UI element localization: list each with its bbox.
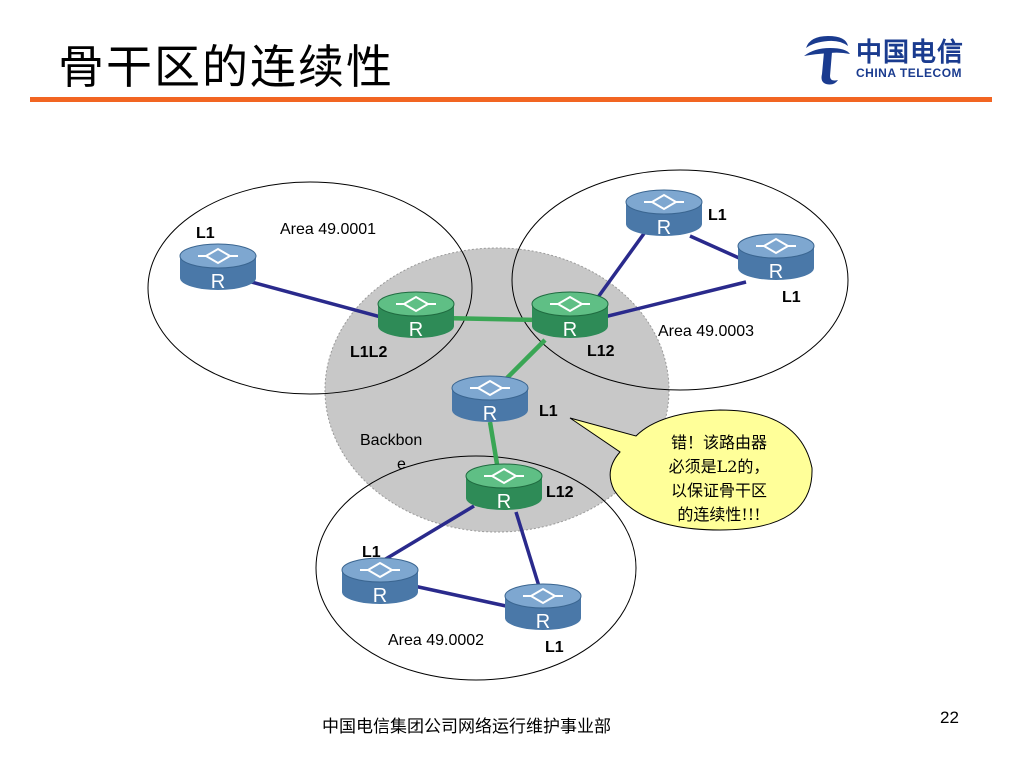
- router-a2-left[interactable]: R: [341, 557, 419, 607]
- router-letter: R: [211, 271, 225, 293]
- router-letter: R: [536, 611, 550, 633]
- router-letter: R: [769, 261, 783, 283]
- area-49-0003-label: Area 49.0003: [658, 323, 754, 340]
- china-telecom-logo-icon: [804, 36, 850, 85]
- level-label-a1-border: L1L2: [350, 344, 387, 361]
- link-a3-border-to-right: [599, 280, 747, 320]
- level-label-center: L1: [539, 403, 558, 420]
- router-a1-border[interactable]: R: [377, 291, 455, 341]
- backbone-label-line1: Backbon: [360, 432, 422, 449]
- level-label-a3-border: L12: [587, 343, 615, 360]
- link-a2-left-to-right: [413, 584, 507, 608]
- router-a2-right[interactable]: R: [504, 583, 582, 633]
- link-a3-border-to-top: [594, 226, 650, 302]
- level-label-a3-top: L1: [708, 207, 727, 224]
- router-letter: R: [657, 217, 671, 239]
- area-49-0002-boundary: [315, 455, 637, 681]
- router-a3-right[interactable]: R: [737, 233, 815, 283]
- callout-line-1: 错！该路由器: [671, 433, 767, 452]
- callout-line-2: 必须是L2的，: [669, 457, 770, 476]
- area-49-0002-label: Area 49.0002: [388, 632, 484, 649]
- callout-line-4: 的连续性!!!: [677, 505, 760, 524]
- link-a2-border-to-right: [514, 511, 544, 597]
- logo-name-cn: 中国电信: [856, 38, 965, 68]
- callout-line-3: 以保证骨干区: [671, 481, 767, 500]
- router-letter: R: [409, 319, 423, 341]
- area-49-0001-label: Area 49.0001: [280, 221, 376, 238]
- level-label-a2-border: L12: [546, 484, 574, 501]
- link-a1-router-to-border: [243, 278, 393, 322]
- router-a2-border[interactable]: R: [465, 463, 543, 513]
- level-label-a1-router: L1: [196, 225, 215, 242]
- router-center[interactable]: R: [451, 375, 529, 425]
- router-letter: R: [373, 585, 387, 607]
- router-a3-border[interactable]: R: [531, 291, 609, 341]
- level-label-a2-left: L1: [362, 544, 381, 561]
- level-label-a3-right: L1: [782, 289, 801, 306]
- company-logo: 中国电信 CHINA TELECOM: [800, 30, 990, 90]
- backbone-label-line2: e: [397, 456, 406, 473]
- page-number: 22: [940, 708, 959, 727]
- link-a2-border-to-left: [383, 504, 475, 562]
- level-label-a2-right: L1: [545, 639, 564, 656]
- logo-name-en: CHINA TELECOM: [856, 66, 963, 80]
- router-letter: R: [483, 403, 497, 425]
- area-49-0003-boundary: [511, 169, 849, 391]
- area-49-0001-boundary: [147, 181, 473, 395]
- router-a1[interactable]: R: [179, 243, 257, 293]
- router-a3-top[interactable]: R: [625, 189, 703, 239]
- router-letter: R: [563, 319, 577, 341]
- slide-title: 骨干区的连续性: [58, 40, 394, 94]
- title-underline: [30, 97, 992, 102]
- link-backbone-left-right: [439, 315, 541, 323]
- footer-organization: 中国电信集团公司网络运行维护事业部: [322, 717, 611, 737]
- router-letter: R: [497, 491, 511, 513]
- error-callout-bubble: [569, 409, 813, 531]
